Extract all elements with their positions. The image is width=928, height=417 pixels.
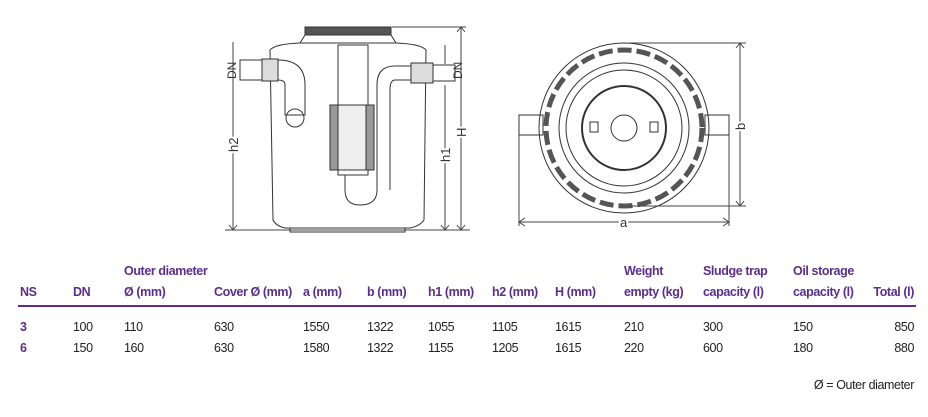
table-cell: 110 <box>124 320 143 334</box>
a-label: a <box>620 215 628 230</box>
table-cell: 3 <box>20 320 27 334</box>
table-cell: 850 <box>894 320 914 334</box>
table-cell: 600 <box>703 341 723 355</box>
column-header: h1 (mm) <box>428 285 474 299</box>
table-cell: 1205 <box>492 341 519 355</box>
table-cell: 1550 <box>303 320 330 334</box>
column-header: capacity (l) <box>793 285 854 299</box>
dn-left-label: DN <box>225 62 239 79</box>
top-view-drawing <box>518 42 746 227</box>
technical-drawings: DN DN h2 h1 H a b <box>224 26 750 233</box>
column-header: b (mm) <box>367 285 407 299</box>
column-header: h2 (mm) <box>492 285 538 299</box>
table-cell: 150 <box>73 341 93 355</box>
dn-right-label: DN <box>451 62 465 79</box>
table-cell: 100 <box>73 320 93 334</box>
table-cell: 150 <box>793 320 813 334</box>
header-divider <box>18 305 916 307</box>
column-header-line1: Oil storage <box>793 264 854 278</box>
column-header: Total (l) <box>873 285 914 299</box>
table-cell: 1105 <box>492 320 518 334</box>
side-view-drawing <box>225 26 470 233</box>
column-header-line1: Outer diameter <box>124 264 208 278</box>
table-cell: 220 <box>624 341 644 355</box>
column-header: NS <box>20 285 37 299</box>
table-cell: 6 <box>20 341 27 355</box>
table-cell: 630 <box>214 341 234 355</box>
b-label: b <box>733 123 748 130</box>
column-header: H (mm) <box>555 285 596 299</box>
column-header: capacity (l) <box>703 285 764 299</box>
table-cell: 1322 <box>367 341 394 355</box>
column-header-line1: Weight <box>624 264 664 278</box>
column-header-line1: Sludge trap <box>703 264 768 278</box>
table-cell: 1155 <box>428 341 454 355</box>
table-cell: 1580 <box>303 341 330 355</box>
table-cell: 1055 <box>428 320 455 334</box>
table-cell: 1615 <box>555 341 582 355</box>
table-cell: 180 <box>793 341 813 355</box>
h2-label: h2 <box>226 138 241 152</box>
table-cell: 160 <box>124 341 144 355</box>
table-cell: 880 <box>894 341 914 355</box>
column-header: a (mm) <box>303 285 342 299</box>
table-cell: 630 <box>214 320 234 334</box>
h1-label: h1 <box>438 148 453 162</box>
table-cell: 1322 <box>367 320 394 334</box>
footnote: Ø = Outer diameter <box>813 378 915 392</box>
column-header: DN <box>73 285 91 299</box>
H-label: H <box>454 128 469 137</box>
column-header: Ø (mm) <box>124 285 166 299</box>
column-header: Cover Ø (mm) <box>214 285 292 299</box>
table-cell: 210 <box>624 320 644 334</box>
column-header: empty (kg) <box>624 285 684 299</box>
table-cell: 300 <box>703 320 723 334</box>
table-cell: 1615 <box>555 320 582 334</box>
